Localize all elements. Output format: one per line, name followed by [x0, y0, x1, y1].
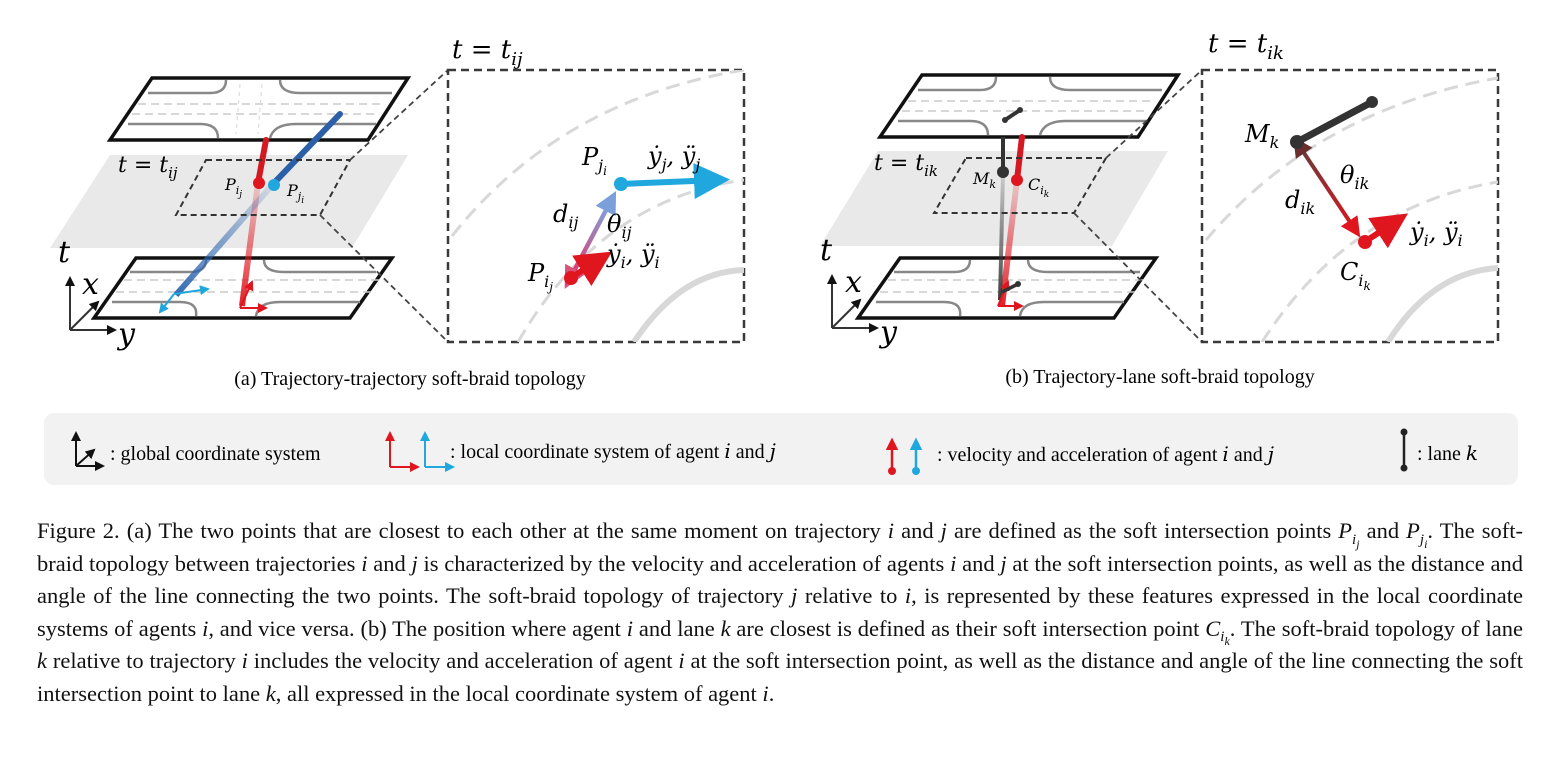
- trajectory-i-upper: [255, 137, 269, 186]
- subcaption-b: (b) Trajectory-lane soft-braid topology: [1005, 366, 1314, 388]
- time-plane-b: [820, 151, 1168, 246]
- zoom-label-vel-j: ẏj, ÿj: [647, 142, 700, 174]
- axis-t-b: t: [820, 233, 833, 268]
- figure: t = tij Pij Pji t x y: [44, 29, 1518, 485]
- zoom-label-c-i: Cik: [1340, 258, 1371, 293]
- plane-time-label-b: t = tik: [874, 151, 938, 180]
- label-c-i-small: Cik: [1028, 175, 1049, 200]
- distance-line-b: [1293, 136, 1361, 238]
- zoom-label-m-k: Mk: [1244, 120, 1279, 152]
- zoom-label-theta-ik: θik: [1340, 161, 1369, 193]
- lane-segment-zoom: [1293, 98, 1376, 146]
- point-p-i-zoom: [564, 271, 578, 285]
- panel-b: t = tik Mk Cik t x y t = tik: [820, 29, 1500, 388]
- legend-lane-text: : lane k: [1417, 441, 1478, 465]
- zoom-connector-b-top: [1105, 69, 1203, 159]
- label-p-i-small: Pij: [224, 175, 242, 200]
- legend-local-icon: [385, 431, 455, 472]
- global-axes-b: [827, 274, 879, 333]
- point-c-i-small: [1011, 174, 1023, 186]
- caption-lead: Figure 2.: [37, 518, 120, 543]
- legend-global-icon: [71, 431, 105, 471]
- intersection-window-a: [174, 159, 352, 216]
- plane-time-label-a: t = tij: [118, 153, 178, 182]
- lane-end-zoom: [1366, 96, 1378, 108]
- label-m-k-small: Mk: [972, 169, 996, 191]
- point-p-j-small: [268, 179, 280, 191]
- axis-t-a: t: [58, 235, 71, 270]
- zoom-label-d-ij: dij: [553, 200, 578, 232]
- lane-lower-b: [998, 171, 1005, 301]
- panel-a: t = tij Pij Pji t x y: [50, 35, 746, 390]
- point-p-i-small: [253, 177, 265, 189]
- time-plane-a: [50, 155, 408, 248]
- zoom-label-vel-i-b: ẏi, ÿi: [1409, 218, 1463, 250]
- legend-global-text: : global coordinate system: [110, 443, 321, 465]
- legend-velocity-icon: [885, 437, 923, 475]
- velocity-arrow-j: [620, 163, 730, 199]
- top-map-b: [876, 73, 1182, 139]
- point-m-k-zoom: [1290, 135, 1304, 149]
- lane-segment-top: [1003, 108, 1022, 122]
- zoom-label-vel-i: ẏi, ÿi: [606, 240, 660, 272]
- zoom-box-b: [1200, 68, 1500, 344]
- local-coords-a: [158, 280, 268, 314]
- trajectory-j-lower: [173, 181, 277, 297]
- velocity-arrow-i: [570, 251, 613, 287]
- zoom-time-label-b: t = tik: [1208, 29, 1284, 64]
- axis-y-a: y: [116, 317, 136, 352]
- zoom-connector-b-bottom: [1073, 212, 1203, 343]
- local-coords-b: [997, 280, 1024, 311]
- zoom-label-p-j: Pji: [581, 143, 607, 178]
- lane-end-top-2: [1017, 107, 1023, 113]
- trajectory-j-upper: [271, 111, 343, 186]
- zoom-label-p-i: Pij: [527, 259, 553, 294]
- point-p-j-zoom: [614, 177, 628, 191]
- zoom-connector-a-top: [349, 69, 449, 161]
- subcaption-a: (a) Trajectory-trajectory soft-braid top…: [234, 368, 586, 390]
- legend-local-text: : local coordinate system of agent i and…: [450, 439, 776, 463]
- legend-velocity-text: : velocity and acceleration of agent i a…: [937, 442, 1274, 466]
- axis-y-b: y: [878, 315, 898, 350]
- point-m-k-small: [997, 166, 1009, 178]
- axis-x-a: x: [82, 267, 99, 302]
- zoom-time-label-a: t = tij: [452, 35, 523, 70]
- top-map-a: [106, 76, 412, 142]
- zoom-box-a: [446, 68, 746, 344]
- point-c-i-zoom: [1358, 235, 1372, 249]
- legend-lane-icon: [1400, 428, 1408, 472]
- velocity-arrow-i-b: [1364, 213, 1409, 249]
- axis-x-b: x: [845, 265, 862, 300]
- global-axes-a: [65, 276, 117, 335]
- zoom-label-d-ik: dik: [1285, 186, 1315, 218]
- lane-end-top-1: [1002, 117, 1008, 123]
- label-p-j-small: Pji: [286, 181, 304, 206]
- legend: : global coordinate system : local coord…: [44, 413, 1518, 485]
- figure-caption: Figure 2. (a) The two points that are cl…: [37, 518, 1523, 706]
- zoom-label-theta-ij: θij: [607, 210, 632, 242]
- zoom-connector-a-bottom: [319, 214, 449, 343]
